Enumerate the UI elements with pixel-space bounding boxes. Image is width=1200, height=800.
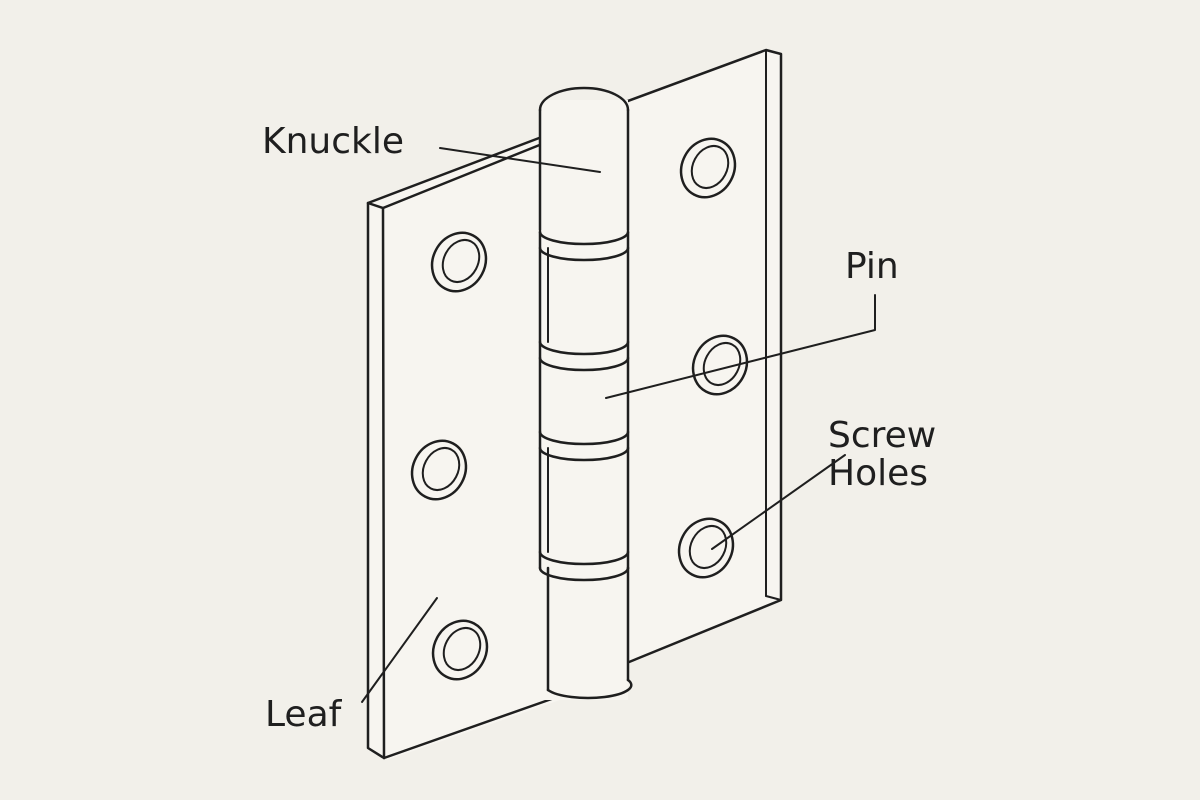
screw-hole (679, 137, 737, 199)
screw-hole (430, 231, 488, 293)
screw-hole (410, 439, 468, 501)
pin-leader (605, 294, 876, 399)
leaf-label: Leaf (265, 694, 342, 735)
screw-hole (677, 517, 735, 579)
pin-label: Pin (845, 246, 899, 287)
knuckle-barrel (538, 86, 633, 700)
left-leaf (366, 133, 562, 760)
leaf-leader (361, 597, 438, 703)
screw-holes-label: Screw Holes (828, 417, 936, 493)
screw-holes-label-line1: Screw (828, 415, 937, 456)
screw-hole (691, 334, 749, 396)
screw-holes (410, 137, 749, 681)
leader-lines (361, 147, 876, 703)
screw-holes-leader (711, 454, 846, 550)
knuckle-leader (439, 147, 601, 173)
right-leaf (588, 48, 783, 673)
screw-hole (431, 619, 489, 681)
screw-holes-label-line2: Holes (828, 453, 929, 494)
knuckle-label: Knuckle (262, 121, 405, 162)
